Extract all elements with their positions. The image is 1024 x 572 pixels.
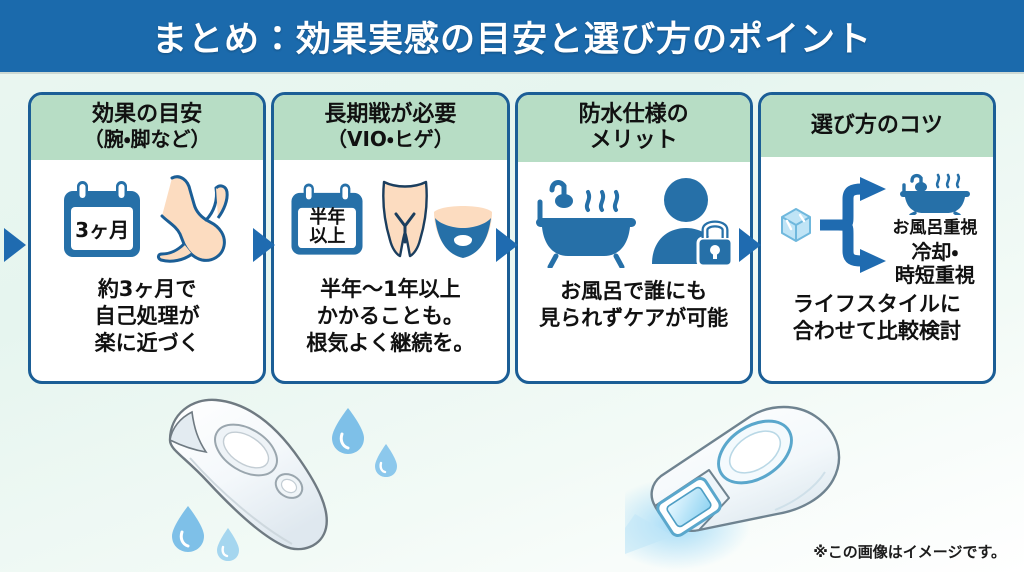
card-1-body: 3ヶ月 約3ヶ月で 自己処理が 楽に近づく	[31, 160, 263, 381]
card-3-subtitle: メリット	[589, 127, 678, 153]
bathtub-icon	[534, 176, 638, 268]
ipl-device-with-water-drops	[150, 388, 410, 563]
card-effect-guideline[interactable]: 効果の目安 （腕・脚など） 3ヶ月	[28, 92, 267, 384]
flow-arrow-0	[4, 228, 26, 262]
card-row: 効果の目安 （腕・脚など） 3ヶ月	[28, 92, 996, 384]
calendar-icon: 半年 以上	[284, 177, 370, 263]
beard-icon	[430, 202, 496, 260]
ipl-device-glowing	[625, 402, 905, 572]
card-waterproof[interactable]: 防水仕様の メリット	[514, 92, 753, 384]
card-4-body: お風呂重視 冷却・ 時短重視 ライフスタイルに 合わせて比較検討	[761, 157, 993, 381]
card-2-header: 長期戦が必要 （VIO・ヒゲ）	[274, 95, 507, 160]
card-2-title: 長期戦が必要	[324, 102, 457, 127]
calendar-label: 3ヶ月	[75, 217, 130, 242]
calendar-label: 半年 以上	[309, 207, 346, 248]
card-4-header: 選び方のコツ	[760, 95, 993, 157]
card-4-labels: お風呂重視 冷却・ 時短重視	[892, 169, 977, 287]
water-droplet	[332, 408, 364, 454]
card-3-body: お風呂で誰にも 見られずケアが可能	[518, 162, 750, 381]
card-4-branch-group: お風呂重視 冷却・ 時短重視	[761, 163, 993, 287]
water-droplet	[172, 506, 204, 552]
vio-icon	[374, 180, 436, 260]
calendar-icon: 3ヶ月	[56, 177, 148, 263]
page-title: まとめ：効果実感の目安と選び方のポイント	[151, 19, 872, 60]
bathtub-small-icon	[898, 169, 972, 215]
card-4-title: 選び方のコツ	[810, 112, 943, 138]
card-2-text: 半年〜1年以上 かかることも。 根気よく継続を。	[306, 276, 475, 356]
card-3-text: お風呂で誰にも 見られずケアが可能	[539, 278, 729, 331]
card-1-text: 約3ヶ月で 自己処理が 楽に近づく	[94, 276, 200, 356]
card-3-icons	[534, 168, 734, 276]
ice-cube-icon	[776, 205, 816, 245]
card-1-icons: 3ヶ月	[56, 166, 238, 274]
card-selection-tips[interactable]: 選び方のコツ	[757, 92, 996, 384]
header-banner: まとめ：効果実感の目安と選び方のポイント	[0, 0, 1024, 72]
image-disclaimer-note: ※この画像はイメージです。	[813, 543, 1006, 561]
water-droplet	[375, 444, 397, 477]
flow-arrow-3	[739, 228, 761, 262]
card-4-label-bath: お風呂重視	[892, 218, 978, 238]
card-2-subtitle: （VIO・ヒゲ）	[327, 126, 454, 151]
branch-arrows-icon	[818, 177, 890, 273]
card-long-term[interactable]: 長期戦が必要 （VIO・ヒゲ） 半年	[271, 92, 510, 384]
card-1-subtitle: （腕・脚など）	[83, 126, 211, 151]
card-3-header: 防水仕様の メリット	[517, 95, 750, 162]
card-1-header: 効果の目安 （腕・脚など）	[31, 95, 264, 160]
card-2-body: 半年 以上	[274, 160, 506, 381]
card-4-text: ライフスタイルに 合わせて比較検討	[792, 292, 961, 344]
card-3-title: 防水仕様の	[578, 102, 689, 127]
flow-arrow-2	[496, 228, 518, 262]
flow-arrow-1	[253, 228, 275, 262]
person-lock-icon	[648, 176, 734, 268]
card-1-title: 効果の目安	[92, 102, 203, 127]
water-droplet	[217, 528, 239, 561]
card-4-label-cooling: 冷却・ 時短重視	[894, 240, 975, 287]
card-2-icons: 半年 以上	[284, 166, 496, 274]
leg-icon	[154, 170, 238, 270]
